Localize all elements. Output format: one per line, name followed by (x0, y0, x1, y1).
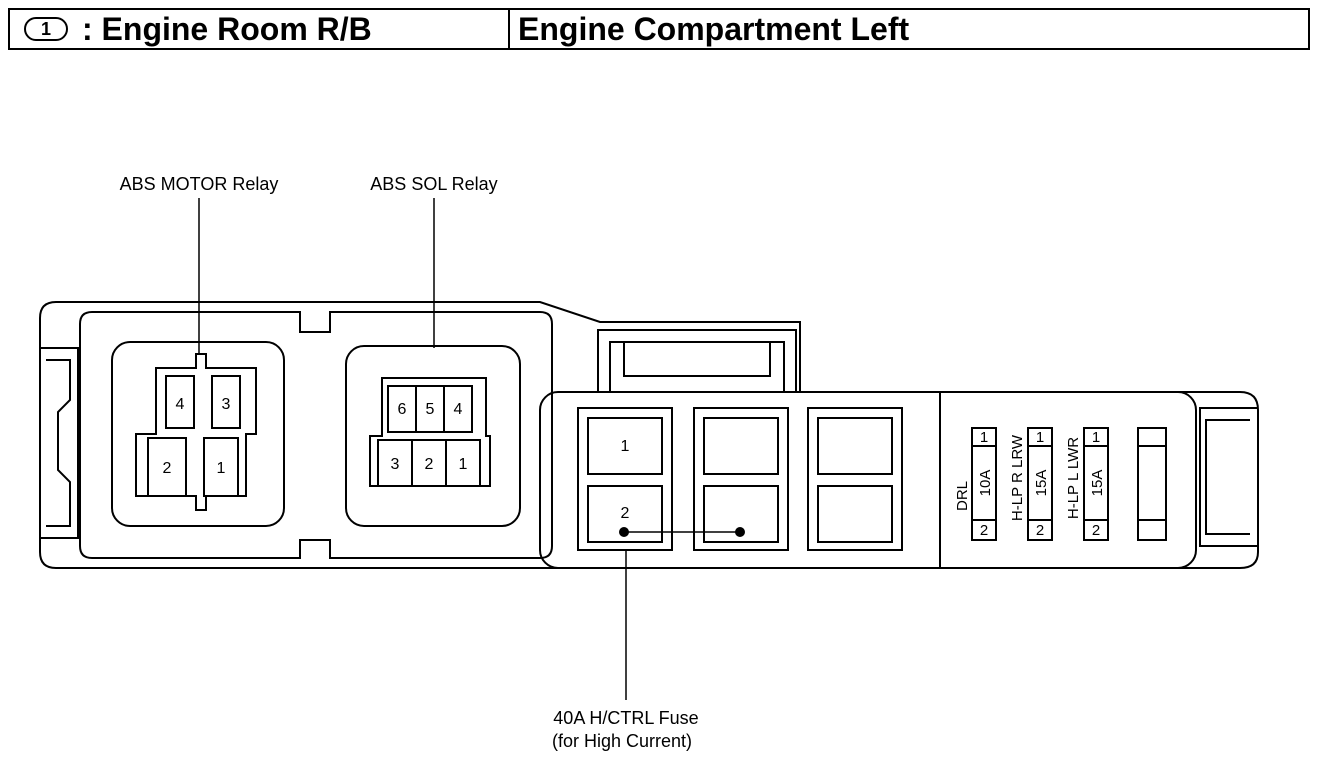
drl-pin-bottom: 2 (980, 522, 988, 539)
abs-sol-relay-label: ABS SOL Relay (370, 174, 497, 194)
hlp-r-lrw-rating: 15A (1033, 470, 1050, 497)
fuse-holder-2 (693, 407, 789, 551)
sol-pin-1-box (445, 439, 481, 487)
location-title: Engine Compartment Left (518, 10, 910, 47)
hlp-r-lrw-pin-top: 1 (1036, 429, 1044, 446)
fuse-2-upper-box (703, 417, 779, 475)
mini-fuse-hlp-l-lwr (1083, 427, 1109, 541)
abs-motor-relay-cavity (111, 341, 285, 527)
fuse-label-line-1: 40A H/CTRL Fuse (553, 708, 698, 728)
header-bar: 1 : Engine Room R/B Engine Compartment L… (8, 8, 1310, 50)
motor-pin-2-box (147, 437, 187, 497)
fuse-1-pin-2-box (587, 485, 663, 543)
mini-fuse-drl (971, 427, 997, 541)
sol-pin-1: 1 (459, 456, 468, 473)
fuse-terminal-dot-2 (735, 527, 745, 537)
abs-sol-relay-cavity (345, 345, 521, 527)
fuse-3-lower-box (817, 485, 893, 543)
connector-number-badge: 1 (24, 17, 68, 41)
hlp-l-lwr-pin-top: 1 (1092, 429, 1100, 446)
hlp-l-lwr-name: H-LP L LWR (1065, 437, 1082, 519)
drl-name: DRL (954, 481, 971, 511)
sol-pin-3: 3 (391, 456, 400, 473)
drl-rating: 10A (977, 470, 994, 497)
motor-pin-3-box (211, 375, 241, 429)
fuse-1-pin-1-box (587, 417, 663, 475)
right-latch (1199, 407, 1258, 547)
header-location-cell: Engine Compartment Left (510, 10, 1308, 48)
fuse-pin-2: 2 (621, 505, 630, 522)
abs-motor-relay-connector (135, 353, 257, 511)
fuse-2-lower-box (703, 485, 779, 543)
sol-pin-4-box (443, 385, 473, 433)
fuse-pin-1: 1 (621, 438, 630, 455)
sol-pin-5: 5 (426, 401, 435, 418)
header-connector-cell: 1 : Engine Room R/B (10, 10, 510, 48)
motor-pin-4: 4 (176, 396, 185, 413)
sol-pin-2: 2 (425, 456, 434, 473)
mini-fuse-spare (1137, 427, 1167, 541)
fuse-3-upper-box (817, 417, 893, 475)
left-latch (40, 347, 79, 539)
drl-pin-top: 1 (980, 429, 988, 446)
hlp-r-lrw-pin-bottom: 2 (1036, 522, 1044, 539)
fuse-label-line-2: (for High Current) (552, 731, 692, 751)
motor-pin-2: 2 (163, 460, 172, 477)
motor-pin-1-box (203, 437, 239, 497)
top-clip (597, 329, 797, 392)
abs-motor-relay-label: ABS MOTOR Relay (120, 174, 279, 194)
hlp-r-lrw-name: H-LP R LRW (1009, 434, 1026, 521)
fuse-section (539, 391, 1197, 569)
fuse-terminal-dot-1 (619, 527, 629, 537)
sol-pin-4: 4 (454, 401, 463, 418)
sol-pin-6: 6 (398, 401, 407, 418)
motor-pin-3: 3 (222, 396, 231, 413)
fuse-holder-3 (807, 407, 903, 551)
hlp-l-lwr-pin-bottom: 2 (1092, 522, 1100, 539)
housing-outline (39, 301, 1259, 569)
hlp-l-lwr-rating: 15A (1089, 470, 1106, 497)
motor-pin-1: 1 (217, 460, 226, 477)
fuse-holder-1 (577, 407, 673, 551)
mini-fuse-hlp-r-lrw (1027, 427, 1053, 541)
connector-name: : Engine Room R/B (82, 10, 372, 47)
abs-sol-relay-connector (369, 377, 491, 487)
relay-tray (79, 311, 553, 559)
motor-pin-4-box (165, 375, 195, 429)
